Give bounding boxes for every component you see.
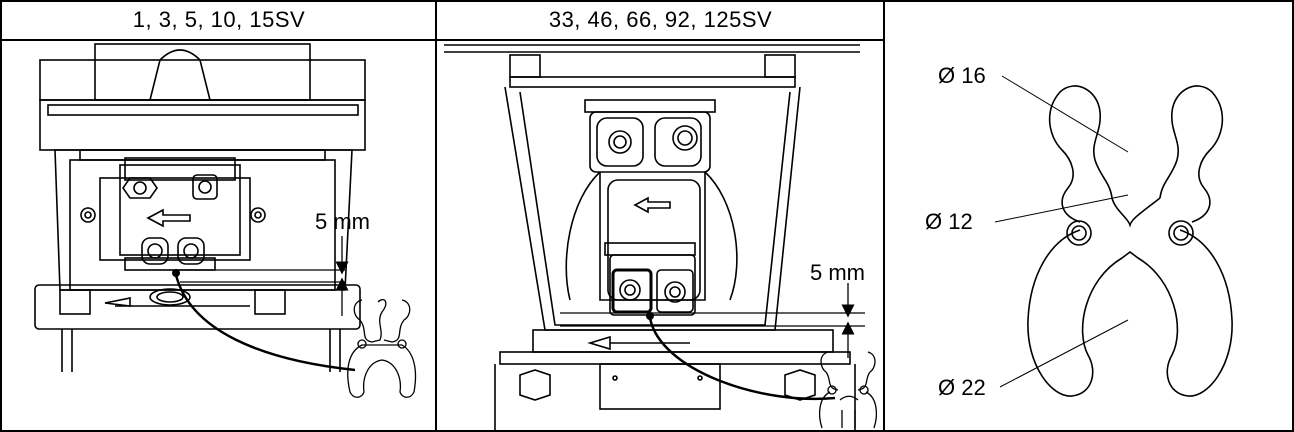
middle-pliers-icon [818,351,878,429]
middle-device-drawing [444,44,860,430]
size-label-22: Ø 22 [938,375,986,400]
middle-gap-label: 5 mm [810,260,865,285]
size-label-16: Ø 16 [938,63,986,88]
middle-probe-wire [648,317,836,401]
size-label-12: Ø 12 [925,209,973,234]
header-left-models: 1, 3, 5, 10, 15SV [2,0,436,40]
pliers-detail-drawing [1027,85,1233,397]
middle-gap-dimension [560,283,865,358]
header-left-label: 1, 3, 5, 10, 15SV [132,7,306,32]
header-middle-label: 33, 46, 66, 92, 125SV [548,7,773,32]
left-pliers-icon [347,298,417,398]
left-probe-wire [174,274,356,372]
left-device-drawing [34,43,366,372]
left-gap-dimension [180,236,349,316]
pliers-leader-lines [994,75,1129,388]
header-middle-models: 33, 46, 66, 92, 125SV [437,0,884,40]
left-gap-label: 5 mm [315,209,370,234]
